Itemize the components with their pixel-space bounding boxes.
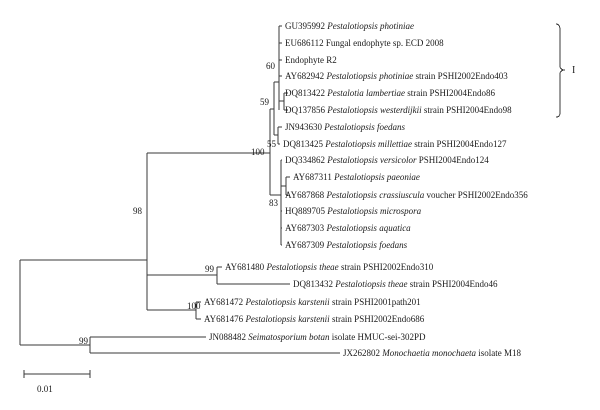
taxon-species: Pestalotiopsis millettiae [323,139,412,149]
taxon-species: Pestalotia lambertiae [325,88,405,98]
taxon-label: JX262802 Monochaetia monochaeta isolate … [343,348,521,358]
taxon-label: GU395992 Pestalotiopsis photiniae [285,21,414,31]
taxon-label: DQ813422 Pestalotia lambertiae strain PS… [285,88,496,98]
taxon-label: HQ889705 Pestalotiopsis microspora [285,206,422,216]
taxon-species: Pestalotiopsis microspora [325,206,422,216]
scale-bar-label: 0.01 [37,384,53,394]
taxon-accession: DQ334862 [285,155,325,165]
taxon-species: Pestalotiopsis paeoniae [332,172,420,182]
taxon-species: Pestalotiopsis theae [264,262,339,272]
taxon-accession: JN943630 [285,122,323,132]
taxon-accession: DQ813422 [285,88,325,98]
taxon-accession: DQ813425 [283,139,323,149]
taxon-label: AY681480 Pestalotiopsis theae strain PSH… [225,262,434,272]
taxon-species: Monochaetia monochaeta [380,348,476,358]
taxon-suffix: strain PSHI2001path201 [330,297,421,307]
taxon-accession: HQ889705 [285,206,325,216]
taxon-suffix: strain PSHI2004Endo46 [408,279,499,289]
bootstrap-value: 60 [266,61,276,71]
bootstrap-value: 99 [205,264,215,274]
taxon-label: EU686112 Fungal endophyte sp. ECD 2008 [285,38,444,48]
taxon-accession: DQ137856 [285,105,325,115]
taxon-accession: AY682942 [285,71,324,81]
taxon-accession: GU395992 [285,21,325,31]
taxon-species: Pestalotiopsis versicolor [325,155,417,165]
taxon-species: Pestalotiopsis westerdijkii [325,105,422,115]
taxon-label: AY687311 Pestalotiopsis paeoniae [293,172,420,182]
taxon-species: Pestalotiopsis foedans [322,122,405,132]
taxon-species: Pestalotiopsis karstenii [243,314,330,324]
taxon-accession: AY681476 [204,314,244,324]
taxon-label: AY681472 Pestalotiopsis karstenii strain… [204,297,421,307]
taxon-accession: DQ813432 [293,279,333,289]
taxon-species: Pestalotiopsis aquatica [324,223,411,233]
taxon-species: Pestalotiopsis theae [333,279,408,289]
taxon-suffix: isolate HMUC-sei-302PD [330,332,426,342]
taxon-suffix: strain PSHI2002Endo310 [339,262,434,272]
taxon-suffix: voucher PSHI2002Endo356 [424,190,528,200]
taxon-suffix: strain PSHI2004Endo98 [422,105,513,115]
taxon-suffix: isolate M18 [476,348,521,358]
taxon-label: DQ813425 Pestalotiopsis millettiae strai… [283,139,507,149]
taxon-accession: AY687868 [285,190,325,200]
taxon-suffix: PSHI2004Endo124 [417,155,490,165]
taxon-accession: Endophyte R2 [285,55,337,65]
bootstrap-value: 59 [260,97,270,107]
taxon-suffix: strain PSHI2002Endo686 [330,314,425,324]
taxon-accession: AY681472 [204,297,243,307]
taxon-accession: JN088482 [209,332,246,342]
taxon-label: DQ813432 Pestalotiopsis theae strain PSH… [293,279,498,289]
taxon-label: AY682942 Pestalotiopsis photiniae strain… [285,71,508,81]
bootstrap-value: 83 [269,198,279,208]
taxon-accession: AY687311 [293,172,332,182]
taxon-label: Endophyte R2 [285,55,337,65]
bootstrap-value: 100 [251,147,265,157]
clade-label: I [572,65,575,76]
taxon-accession: EU686112 Fungal endophyte sp. ECD 2008 [285,38,444,48]
clade-bracket [555,23,566,118]
taxon-label: AY681476 Pestalotiopsis karstenii strain… [204,314,425,324]
bootstrap-value: 55 [267,139,277,149]
taxon-species: Seimatosporium botan [246,332,330,342]
bootstrap-value: 98 [133,206,143,216]
taxon-species: Pestalotiopsis crassiuscula [324,190,425,200]
taxon-label: DQ137856 Pestalotiopsis westerdijkii str… [285,105,512,115]
taxon-label: DQ334862 Pestalotiopsis versicolor PSHI2… [285,155,489,165]
taxon-label: AY687303 Pestalotiopsis aquatica [285,223,411,233]
taxon-label: JN943630 Pestalotiopsis foedans [285,122,406,132]
taxon-suffix: strain PSHI2004Endo86 [405,88,496,98]
taxon-label: AY687309 Pestalotiopsis foedans [285,240,408,250]
taxon-accession: JX262802 [343,348,380,358]
taxon-label: AY687868 Pestalotiopsis crassiuscula vou… [285,190,528,200]
taxon-suffix: strain PSHI2004Endo127 [412,139,507,149]
taxon-species: Pestalotiopsis foedans [324,240,407,250]
taxon-accession: AY681480 [225,262,265,272]
taxon-accession: AY687303 [285,223,325,233]
bootstrap-value: 99 [79,336,89,346]
taxon-species: Pestalotiopsis photiniae [325,21,414,31]
taxon-accession: AY687309 [285,240,325,250]
bootstrap-value: 100 [187,301,201,311]
taxon-species: Pestalotiopsis photiniae [324,71,413,81]
taxon-species: Pestalotiopsis karstenii [243,297,330,307]
taxon-label: JN088482 Seimatosporium botan isolate HM… [209,332,426,342]
taxon-suffix: strain PSHI2002Endo403 [413,71,508,81]
